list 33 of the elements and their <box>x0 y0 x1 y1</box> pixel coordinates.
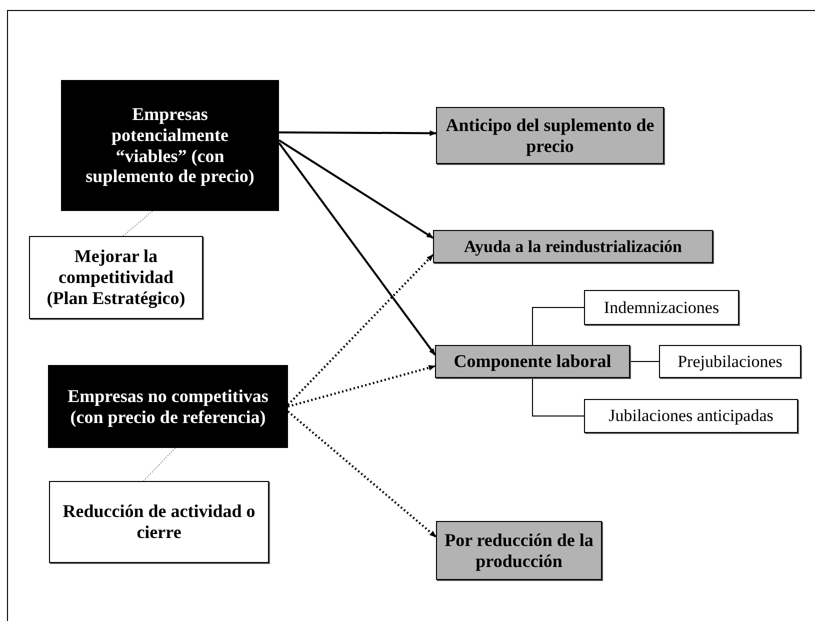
box-text: Empresas no competitivas (con precio de referencia) <box>66 386 270 428</box>
box-text: Ayuda a la reindustrialización <box>464 236 682 256</box>
connector-line <box>532 378 584 416</box>
arrow <box>287 254 434 406</box>
arrow <box>279 130 437 136</box>
box-text: Mejorar la competitividad (Plan Estratégico) <box>46 246 186 309</box>
arrow <box>288 365 436 408</box>
box-text: Jubilaciones anticipadas <box>608 406 774 426</box>
note-box <box>29 236 203 319</box>
box-text: Prejubilaciones <box>678 352 782 372</box>
sub-item-box <box>659 345 801 378</box>
box-text: Empresas potencialmente “viables” (con suplemento de precio) <box>84 104 256 187</box>
box-text: Indemnizaciones <box>604 298 720 318</box>
arrow <box>287 410 437 538</box>
leader-line <box>143 448 176 482</box>
arrow <box>278 139 434 239</box>
company-box <box>61 80 279 211</box>
company-box <box>48 365 288 448</box>
leader-line <box>122 210 154 236</box>
box-text: Anticipo del suplemento de precio <box>445 114 655 156</box>
measure-box <box>433 230 713 263</box>
measure-box <box>435 345 630 378</box>
sub-item-box <box>584 290 739 325</box>
arrow <box>278 142 436 356</box>
measure-box <box>436 521 602 580</box>
connector-line <box>630 361 660 362</box>
box-text: Por reducción de la producción <box>444 530 594 572</box>
sub-item-box <box>584 399 798 433</box>
note-box <box>49 481 269 563</box>
connector-line <box>532 307 584 346</box>
box-text: Componente laboral <box>454 351 612 372</box>
box-text: Reducción de actividad o cierre <box>62 501 256 543</box>
measure-box <box>436 107 664 164</box>
